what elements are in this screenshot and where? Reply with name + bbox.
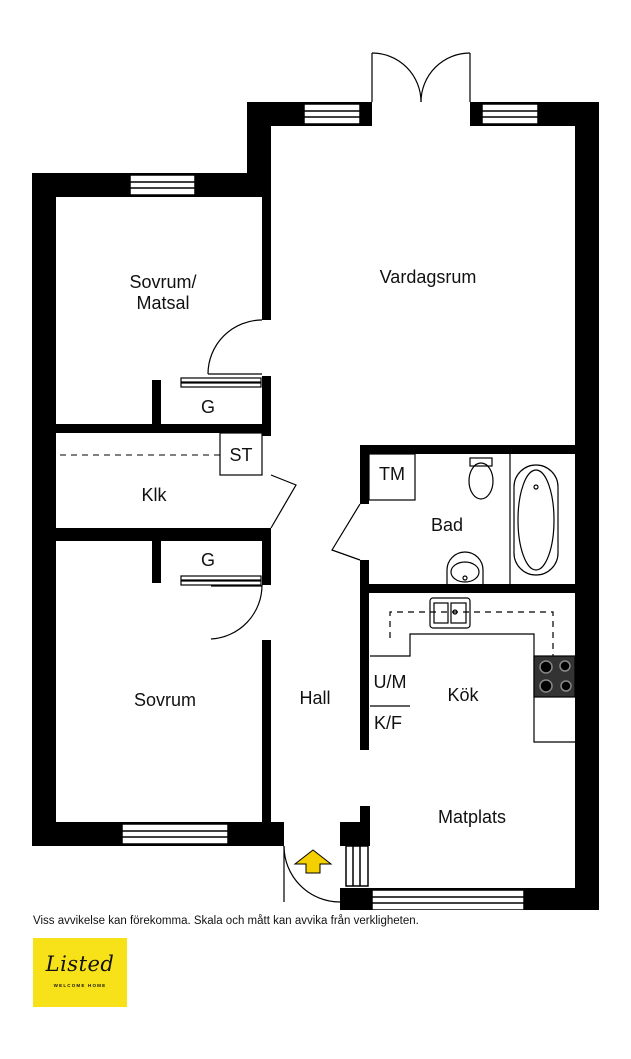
label-garderob-top: G (201, 397, 215, 417)
listed-logo: Listed WELCOME HOME (33, 938, 127, 1007)
cleaning-closet (219, 432, 263, 476)
disclaimer-text: Viss avvikelse kan förekomma. Skala och … (33, 915, 419, 927)
label-ugn-mikro: U/M (374, 672, 407, 692)
label-kyl-frys: K/F (374, 713, 402, 733)
walls (32, 102, 599, 910)
label-sovrum-matsal-line1: Sovrum/ (129, 272, 196, 292)
label-stad: ST (229, 445, 252, 465)
windows (121, 103, 539, 910)
label-sovrum-matsal-line2: Matsal (136, 293, 189, 313)
wardrobe-rails (180, 377, 262, 586)
balcony-doors (371, 52, 471, 126)
label-matplats: Matplats (438, 807, 506, 827)
label-hall: Hall (299, 688, 330, 708)
bathroom-fixtures (368, 453, 559, 584)
stove-burners (539, 660, 572, 693)
label-klk: Klk (141, 485, 167, 505)
label-vardagsrum: Vardagsrum (380, 267, 477, 287)
label-sovrum: Sovrum (134, 690, 196, 710)
door-swings (207, 319, 361, 903)
label-tvatt: TM (379, 464, 405, 484)
logo-word: Listed (45, 952, 115, 976)
floor-plan: Sovrum/ Matsal Vardagsrum G ST Klk TM Ba… (32, 52, 599, 910)
logo-tagline: WELCOME HOME (53, 983, 107, 988)
label-bad: Bad (431, 515, 463, 535)
entrance-arrow-icon (293, 849, 333, 874)
label-garderob-bottom: G (201, 550, 215, 570)
label-kok: Kök (447, 685, 479, 705)
